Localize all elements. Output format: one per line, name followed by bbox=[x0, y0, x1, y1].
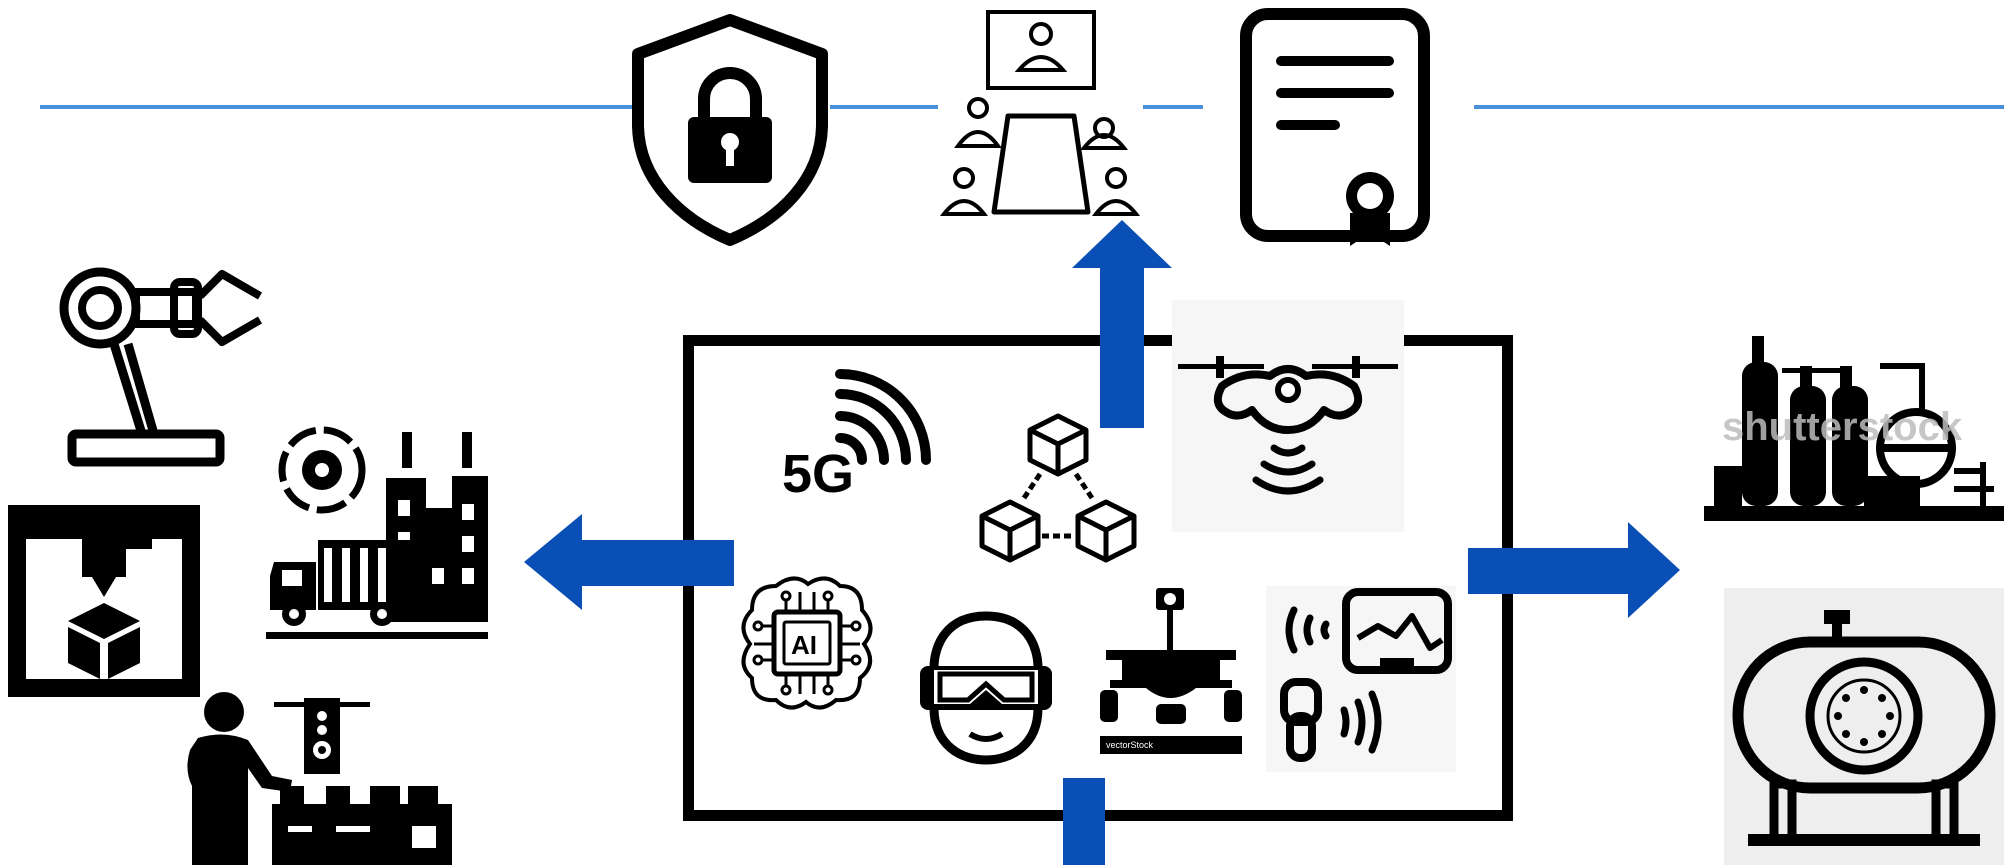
meeting-icon bbox=[939, 10, 1141, 216]
factory-logistics-icon bbox=[266, 426, 488, 639]
blockchain-icon bbox=[979, 413, 1137, 563]
arrow-down-stem-icon bbox=[1063, 778, 1105, 865]
certificate-icon bbox=[1240, 8, 1430, 246]
rover-watermark: vectorStock bbox=[1106, 740, 1154, 750]
arrow-up-icon bbox=[1072, 220, 1172, 428]
top-line-right bbox=[1474, 105, 2004, 109]
ai-chip-icon: AI bbox=[741, 576, 873, 710]
arrow-left-icon bbox=[524, 514, 734, 610]
3d-printer-icon bbox=[8, 505, 200, 697]
arrow-right-icon bbox=[1468, 522, 1680, 618]
rover-icon: vectorStock bbox=[1100, 588, 1242, 754]
5g-label: 5G bbox=[782, 444, 854, 504]
operator-machine-icon bbox=[187, 692, 452, 865]
refinery-watermark: shutterstock bbox=[1722, 405, 1963, 449]
ai-label: AI bbox=[791, 630, 817, 660]
refinery-icon: shutterstock bbox=[1704, 336, 2004, 521]
5g-icon: 5G bbox=[782, 369, 931, 504]
vr-headset-icon bbox=[920, 611, 1052, 765]
storage-tank-icon bbox=[1724, 588, 2004, 865]
robot-arm-icon bbox=[59, 267, 263, 467]
shield-lock-icon bbox=[632, 14, 828, 246]
iot-sensors-icon bbox=[1266, 586, 1456, 772]
top-line-mid-b bbox=[1143, 105, 1203, 109]
top-line-left bbox=[40, 105, 638, 109]
drone-icon bbox=[1172, 300, 1404, 532]
top-line-mid-a bbox=[830, 105, 938, 109]
